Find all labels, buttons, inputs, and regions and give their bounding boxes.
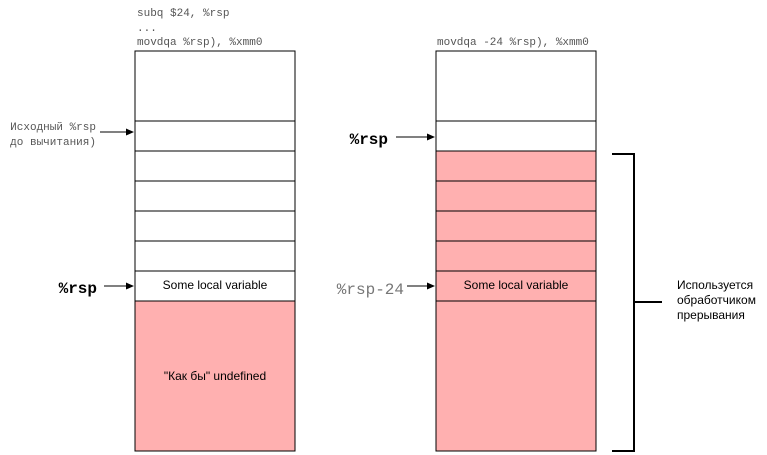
left-code-line-3: movdqa %rsp), %xmm0 bbox=[137, 37, 262, 49]
left-stack-cell bbox=[134, 210, 296, 242]
interrupt-region-bracket-icon bbox=[612, 153, 662, 452]
right-stack-top-cell bbox=[435, 50, 597, 122]
right-rsp-label: %rsp bbox=[350, 131, 388, 149]
left-stack-cell bbox=[134, 150, 296, 182]
rsp-minus-24-label: %rsp-24 bbox=[337, 281, 404, 299]
left-stack-cell bbox=[134, 120, 296, 152]
left-stack: subq $24, %rsp ... movdqa %rsp), %xmm0 S… bbox=[10, 8, 296, 452]
left-code-line-1: subq $24, %rsp bbox=[137, 8, 229, 20]
interrupt-label-line-1: Используется bbox=[677, 278, 753, 292]
left-code-line-2: ... bbox=[137, 23, 157, 35]
interrupt-label-line-3: прерывания bbox=[677, 308, 745, 322]
right-stack-cell-highlighted bbox=[435, 240, 597, 272]
left-undefined-label: "Как бы" undefined bbox=[164, 369, 266, 383]
left-stack-cell bbox=[134, 180, 296, 212]
interrupt-label-line-2: обработчиком bbox=[677, 293, 756, 307]
right-stack-cell-highlighted bbox=[435, 150, 597, 182]
orig-rsp-label-line-2: до вычитания) bbox=[10, 137, 96, 149]
left-undefined-region bbox=[134, 300, 296, 452]
left-local-variable-cell bbox=[134, 270, 296, 302]
right-stack-cell bbox=[435, 120, 597, 152]
right-local-variable-cell bbox=[435, 270, 597, 302]
left-rsp-label: %rsp bbox=[59, 280, 97, 298]
right-stack-cell-highlighted bbox=[435, 180, 597, 212]
orig-rsp-label-line-1: Исходный %rsp bbox=[10, 122, 96, 134]
right-lower-region bbox=[435, 300, 597, 452]
left-local-variable-label: Some local variable bbox=[163, 278, 268, 292]
right-code-line: movdqa -24 %rsp), %xmm0 bbox=[437, 37, 589, 49]
right-stack: movdqa -24 %rsp), %xmm0 Some local varia… bbox=[337, 37, 756, 452]
left-stack-cell bbox=[134, 240, 296, 272]
right-local-variable-label: Some local variable bbox=[464, 278, 569, 292]
right-stack-cell-highlighted bbox=[435, 210, 597, 242]
left-stack-top-cell bbox=[134, 50, 296, 122]
